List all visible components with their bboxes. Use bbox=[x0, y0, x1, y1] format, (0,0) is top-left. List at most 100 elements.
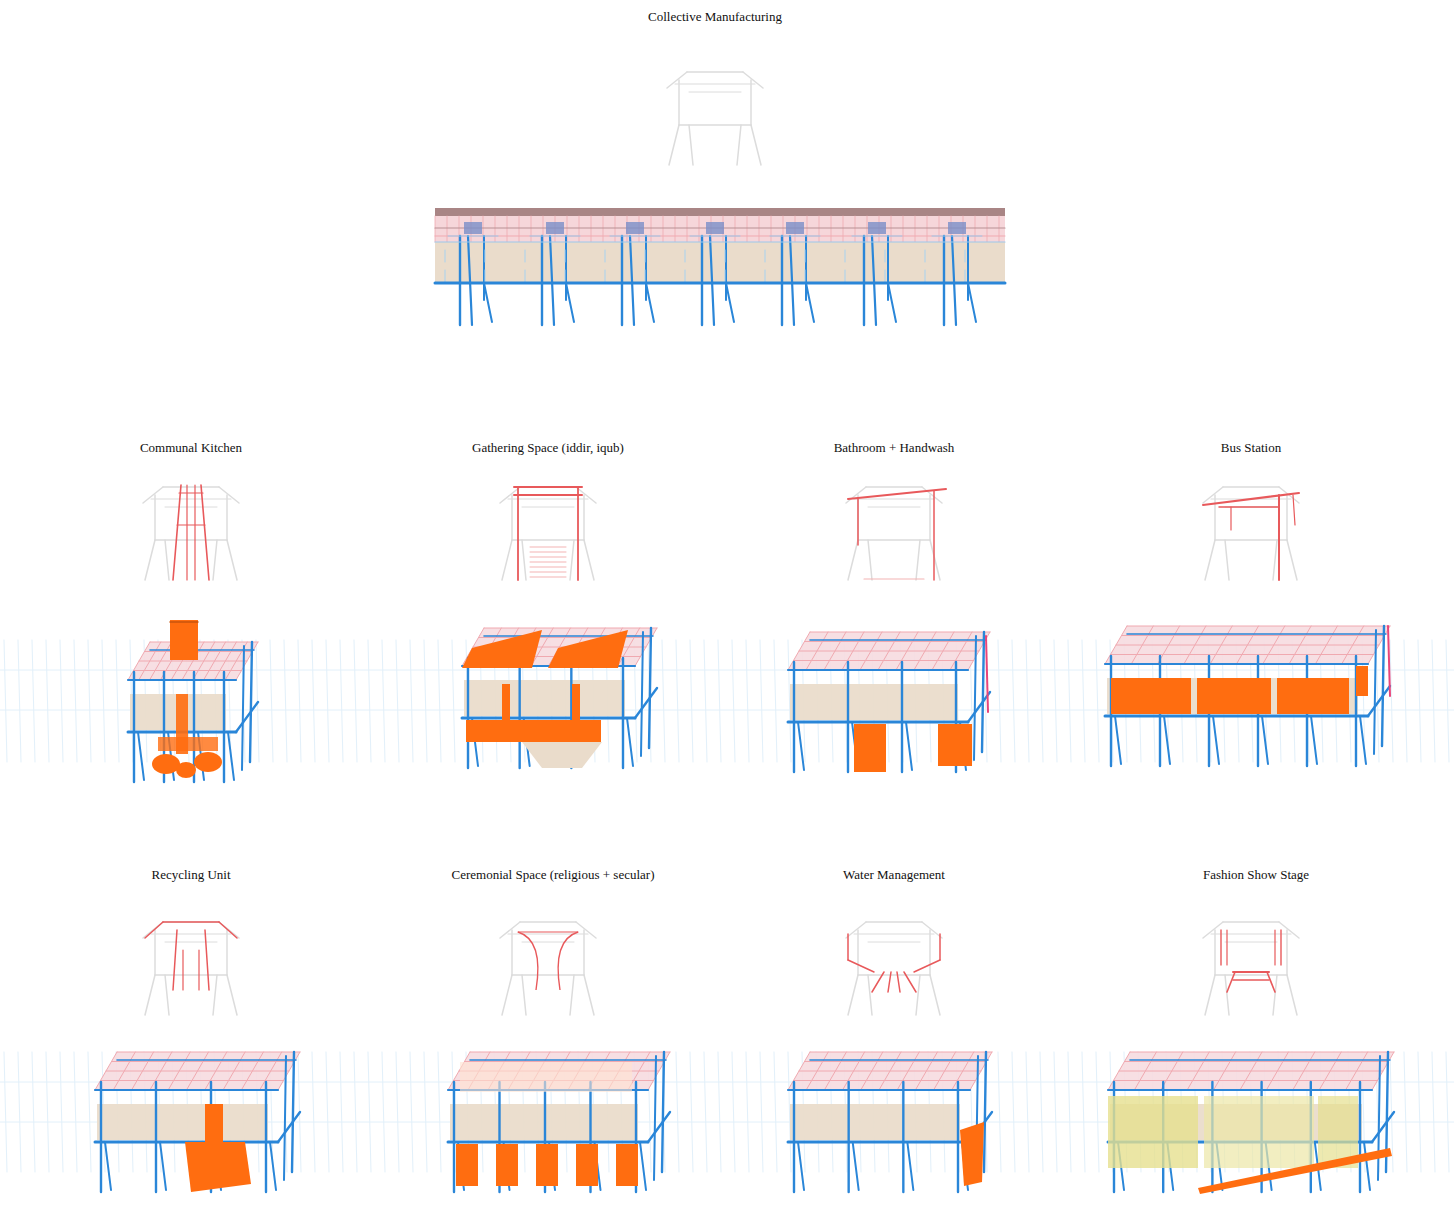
frame-line bbox=[18, 1052, 21, 1172]
frame-line bbox=[735, 216, 736, 242]
frame-line bbox=[930, 540, 940, 580]
frame-line bbox=[155, 974, 227, 976]
frame-line bbox=[1026, 640, 1029, 762]
frame-line bbox=[906, 722, 912, 770]
frame-line bbox=[522, 975, 526, 1015]
frame-line bbox=[1382, 626, 1384, 746]
frame-line bbox=[227, 540, 237, 580]
panel-shape bbox=[1197, 678, 1271, 714]
frame-line bbox=[1287, 975, 1297, 1015]
frame-line bbox=[1012, 640, 1015, 762]
frame-line bbox=[1280, 930, 1281, 965]
frame-line bbox=[1213, 716, 1219, 764]
frame-line bbox=[512, 974, 584, 976]
panel-shape bbox=[435, 208, 1005, 216]
frame-line bbox=[298, 640, 301, 762]
frame-line bbox=[583, 495, 585, 540]
frame-line bbox=[566, 283, 574, 322]
frame-line bbox=[847, 934, 849, 960]
frame-line bbox=[326, 640, 329, 762]
frame-line bbox=[718, 1052, 721, 1172]
frame-line bbox=[583, 930, 585, 975]
panel-shape bbox=[522, 742, 602, 768]
frame-line bbox=[848, 540, 858, 580]
frame-line bbox=[340, 1052, 343, 1172]
frame-line bbox=[621, 236, 623, 325]
frame-line bbox=[794, 660, 974, 661]
frame-line bbox=[885, 250, 886, 262]
frame-line bbox=[1111, 654, 1374, 655]
frame-line bbox=[511, 930, 513, 975]
frame-line bbox=[799, 1071, 981, 1072]
frame-line bbox=[312, 640, 315, 762]
elevation bbox=[435, 208, 1005, 325]
frame-line bbox=[847, 1082, 849, 1192]
frame-line bbox=[101, 1080, 284, 1081]
frame-line bbox=[292, 1052, 294, 1172]
frame-line bbox=[368, 640, 371, 762]
frame-line bbox=[678, 80, 680, 125]
frame-line bbox=[410, 640, 413, 762]
frame-line bbox=[173, 930, 177, 990]
frame-line bbox=[774, 1052, 777, 1172]
frame-line bbox=[854, 933, 934, 934]
panel-shape bbox=[194, 752, 222, 772]
frame-line bbox=[845, 270, 846, 282]
frame-line bbox=[1105, 664, 1368, 665]
frame-line bbox=[662, 1052, 664, 1172]
frame-line bbox=[640, 1142, 646, 1190]
frame-line bbox=[382, 640, 385, 762]
frame-line bbox=[903, 216, 904, 242]
axon-module bbox=[1108, 1052, 1394, 1194]
frame-line bbox=[1215, 974, 1287, 976]
frame-line bbox=[179, 492, 203, 493]
panel-title: Gathering Space (iddir, iqub) bbox=[472, 440, 624, 456]
frame-line bbox=[1105, 663, 1368, 665]
frame-line bbox=[685, 270, 686, 282]
frame-line bbox=[685, 250, 686, 262]
frame-line bbox=[806, 283, 814, 322]
frame-line bbox=[1219, 506, 1279, 508]
frame-line bbox=[627, 718, 633, 766]
frame-line bbox=[788, 721, 968, 724]
frame-line bbox=[998, 1052, 1001, 1172]
panel-title: Ceremonial Space (religious + secular) bbox=[452, 867, 655, 883]
frame-line bbox=[1418, 640, 1421, 762]
frame-line bbox=[424, 1052, 427, 1172]
frame-line bbox=[690, 236, 740, 237]
frame-line bbox=[467, 658, 469, 768]
frame-line bbox=[270, 640, 273, 762]
frame-line bbox=[484, 635, 653, 637]
frame-line bbox=[154, 930, 156, 975]
frame-line bbox=[1227, 972, 1235, 992]
frame-line bbox=[550, 236, 554, 325]
frame-line bbox=[340, 640, 343, 762]
panel-shape bbox=[546, 222, 564, 234]
panel-shape bbox=[462, 630, 542, 668]
section-sketch bbox=[846, 922, 942, 1015]
frame-line bbox=[570, 975, 574, 1015]
frame-line bbox=[676, 1052, 679, 1172]
frame-line bbox=[495, 216, 496, 242]
frame-line bbox=[788, 669, 968, 671]
frame-line bbox=[354, 1052, 357, 1172]
axon-module bbox=[788, 1052, 992, 1192]
panel-shape bbox=[502, 684, 510, 720]
frame-line bbox=[32, 640, 35, 762]
frame-line bbox=[669, 125, 679, 165]
frame-line bbox=[1267, 972, 1275, 992]
frame-line bbox=[968, 283, 976, 322]
frame-line bbox=[853, 1142, 859, 1190]
frame-line bbox=[689, 92, 741, 93]
axon-module bbox=[788, 632, 990, 772]
panel-shape bbox=[1225, 507, 1277, 537]
frame-line bbox=[1108, 1090, 1372, 1091]
panel-shape bbox=[158, 737, 218, 751]
frame-line bbox=[95, 1090, 278, 1091]
frame-line bbox=[102, 640, 105, 762]
panel-shape bbox=[152, 754, 180, 774]
frame-line bbox=[150, 649, 254, 651]
panel-title: Collective Manufacturing bbox=[648, 9, 782, 25]
panel-shape bbox=[522, 942, 574, 972]
